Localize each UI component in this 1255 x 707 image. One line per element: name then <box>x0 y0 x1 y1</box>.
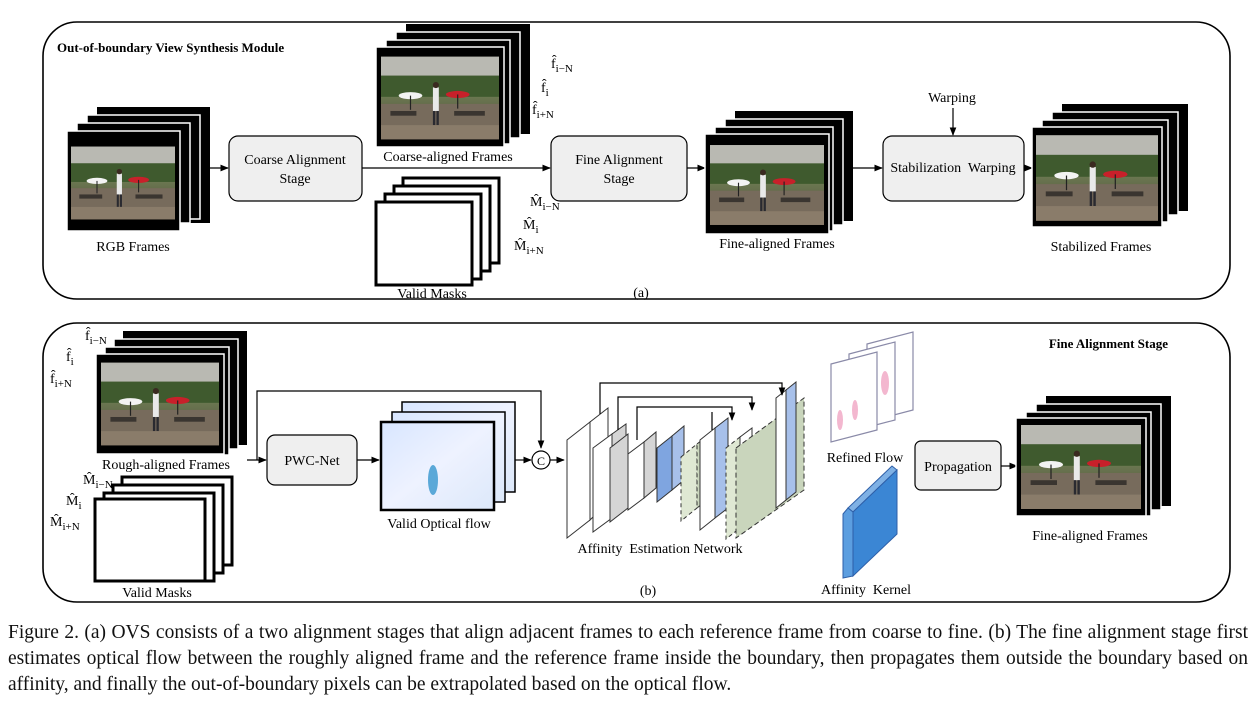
svg-text:f̂i: f̂i <box>66 348 74 368</box>
panel-b-frame <box>42 322 1231 603</box>
svg-text:M̂i+N: M̂i+N <box>50 513 80 533</box>
panel-b-title: Fine Alignment Stage <box>1049 336 1168 351</box>
panel-a-title: Out-of-boundary View Synthesis Module <box>57 40 284 55</box>
panel-b-label: (b) <box>640 584 657 599</box>
stabilization-warping-label: Stabilization Warping <box>890 161 1015 176</box>
fine-alignment-stage-box <box>550 135 688 202</box>
rgb-frames-stack <box>66 107 210 232</box>
rough-aligned-frames-label: Rough-aligned Frames <box>102 458 230 473</box>
warping-label: Warping <box>928 91 976 106</box>
svg-text:M̂i: M̂i <box>66 492 82 512</box>
network-label: Affinity Estimation Network <box>578 542 743 557</box>
stabilized-frames-label: Stabilized Frames <box>1051 240 1152 255</box>
frame-symbols-b: f̂i−N f̂i f̂i+N <box>50 327 107 390</box>
panel-a-label: (a) <box>633 286 649 301</box>
rgb-frames-label: RGB Frames <box>96 240 170 255</box>
propagation-label: Propagation <box>924 460 992 475</box>
coarse-stage-line1: Coarse Alignment <box>244 153 346 168</box>
optical-flow-label: Valid Optical flow <box>387 517 491 532</box>
panel-a-frame <box>42 21 1231 300</box>
fine-stage-line1: Fine Alignment <box>575 153 663 168</box>
frame-symbol-i: f̂ <box>541 79 547 96</box>
svg-text:f̂i−N: f̂i−N <box>85 327 107 347</box>
pwc-net-label: PWC-Net <box>284 454 339 469</box>
valid-masks-label-b: Valid Masks <box>122 586 192 601</box>
svg-text:f̂i+N: f̂i+N <box>532 101 554 121</box>
coarse-aligned-frames-stack <box>375 24 530 148</box>
fine-aligned-frames-label-b: Fine-aligned Frames <box>1032 529 1147 544</box>
frame-symbol-i-plus-n: f̂ <box>532 101 538 118</box>
svg-text:M̂i−N: M̂i−N <box>530 193 560 213</box>
svg-text:M̂i−N: M̂i−N <box>83 471 113 491</box>
valid-masks-stack-a <box>374 176 501 287</box>
refined-flow-stack <box>830 331 914 443</box>
svg-text:f̂i+N: f̂i+N <box>50 370 72 390</box>
coarse-frame-symbols: f̂i−N f̂i f̂i+N <box>532 55 573 121</box>
valid-masks-stack-b <box>93 475 234 583</box>
frame-symbol-i-minus-n: f̂ <box>551 55 557 72</box>
fine-aligned-frames-label-a: Fine-aligned Frames <box>719 237 834 252</box>
mask-symbols-b: M̂i−N M̂i M̂i+N <box>50 471 113 533</box>
svg-text:M̂i: M̂i <box>523 216 539 236</box>
fine-aligned-frames-stack-a <box>704 111 853 235</box>
coarse-alignment-stage <box>228 135 363 202</box>
coarse-stage-line2: Stage <box>279 172 310 187</box>
optical-flow-stack <box>379 401 516 512</box>
stabilized-frames-stack <box>1031 104 1188 228</box>
affinity-kernel-label: Affinity Kernel <box>821 583 911 598</box>
skip-connections <box>599 382 786 440</box>
rough-aligned-frames-stack <box>95 331 247 456</box>
mask-symbols-a: M̂i−N M̂i M̂i+N <box>514 193 560 257</box>
valid-masks-label-a: Valid Masks <box>397 287 467 302</box>
figure-caption: Figure 2. (a) OVS consists of a two alig… <box>8 622 1248 695</box>
concat-symbol: C <box>537 454 545 468</box>
svg-text:M̂i+N: M̂i+N <box>514 237 544 257</box>
fine-aligned-frames-stack-b <box>1015 396 1171 517</box>
refined-flow-label: Refined Flow <box>827 451 904 466</box>
fine-stage-line2: Stage <box>603 172 634 187</box>
affinity-kernel <box>842 465 898 579</box>
svg-text:f̂i−N: f̂i−N <box>551 55 573 75</box>
svg-text:f̂i: f̂i <box>541 79 549 99</box>
coarse-aligned-frames-label: Coarse-aligned Frames <box>383 150 512 165</box>
affinity-estimation-network <box>566 380 805 541</box>
ovs-diagram: Out-of-boundary View Synthesis Module RG… <box>42 21 1231 603</box>
